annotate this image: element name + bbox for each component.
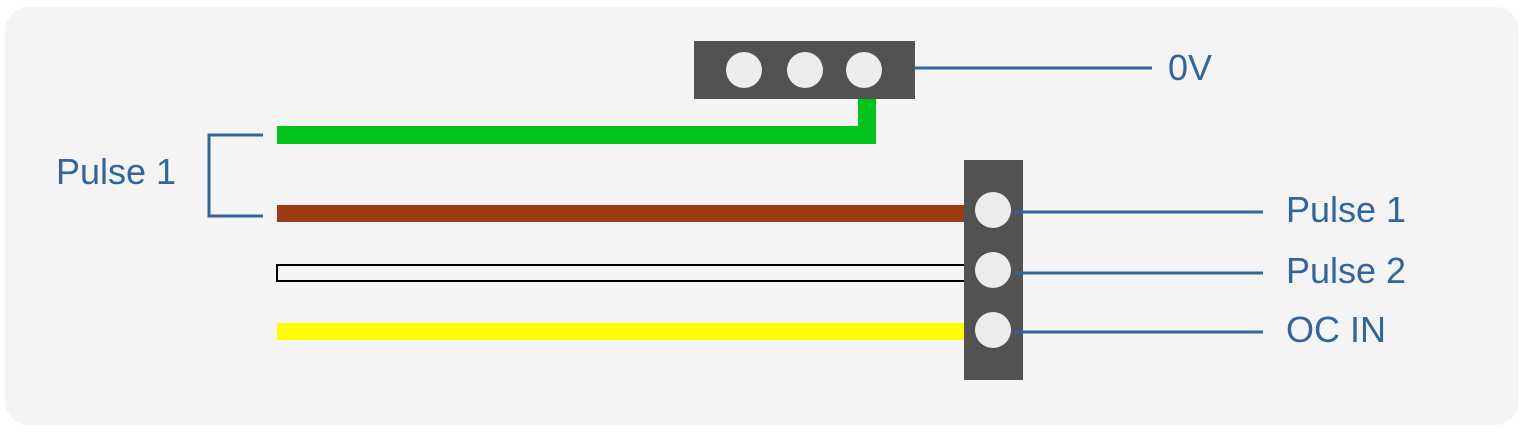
white-wire (276, 264, 968, 282)
side-connector-pin-3 (975, 312, 1011, 348)
bracket-label-pulse-1: Pulse 1 (56, 151, 176, 192)
pulse-1-bracket (207, 133, 263, 218)
label-pulse-1: Pulse 1 (1286, 189, 1406, 230)
brown-wire (277, 205, 967, 222)
green-wire (277, 99, 876, 144)
top-connector-pin-1 (726, 52, 762, 88)
top-connector-pin-2 (787, 52, 823, 88)
label-oc-in: OC IN (1286, 309, 1386, 350)
label-pulse-2: Pulse 2 (1286, 250, 1406, 291)
yellow-wire (277, 323, 967, 340)
top-connector-pin-3 (846, 52, 882, 88)
side-connector-pin-2 (975, 252, 1011, 288)
side-connector-pin-1 (975, 192, 1011, 228)
label-0v: 0V (1168, 47, 1212, 88)
